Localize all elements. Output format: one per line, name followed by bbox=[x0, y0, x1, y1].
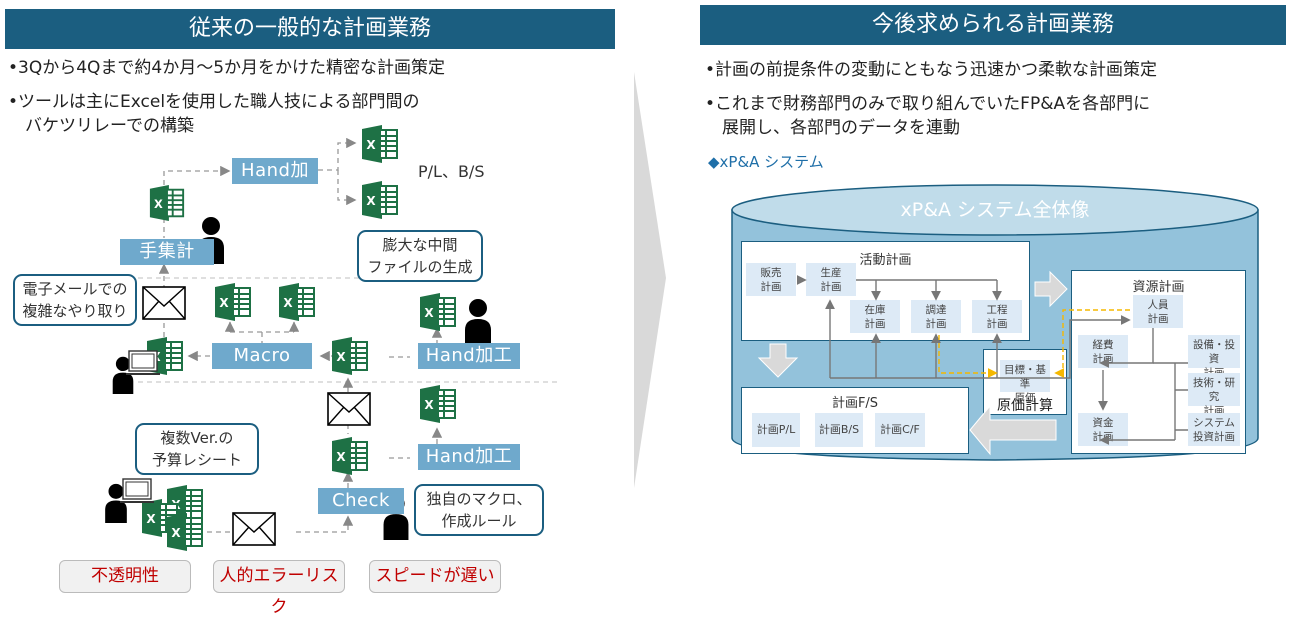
plan-cell-production: 生産計画 bbox=[806, 263, 856, 296]
activity-plan-title: 活動計画 bbox=[859, 253, 912, 268]
callout-versions: 複数Ver.の 予算レシート bbox=[135, 423, 259, 475]
hand-process-box-low: Hand加工 bbox=[418, 444, 520, 470]
plan-cell-procurement: 調達計画 bbox=[911, 300, 961, 333]
big-arrow-right bbox=[1034, 270, 1068, 308]
issue-badge-opacity: 不透明性 bbox=[59, 560, 191, 593]
connector bbox=[296, 515, 354, 533]
excel-icon bbox=[330, 336, 370, 376]
email-icon bbox=[142, 286, 186, 320]
plan-cell-target-cost: 目標・基準原価 bbox=[1000, 360, 1050, 404]
plan-cell-sales: 販売計画 bbox=[746, 263, 796, 296]
right-bullet-2: •これまで財務部門のみで取り組んでいたFP&Aを各部門に bbox=[705, 94, 1151, 114]
plan-cell-equipment: 設備・投資計画 bbox=[1188, 335, 1240, 379]
excel-icon bbox=[418, 292, 458, 332]
callout-line: 複数Ver.の bbox=[160, 429, 234, 447]
callout-line: ファイルの生成 bbox=[367, 258, 473, 276]
output-label: P/L、B/S bbox=[418, 162, 485, 181]
left-bullet-1: •3Qから4Qまで約4か月～5か月をかけた精密な計画策定 bbox=[8, 58, 446, 78]
right-bullet-1: •計画の前提条件の変動にともなう迅速かつ柔軟な計画策定 bbox=[705, 60, 1158, 80]
callout-intermediate: 膨大な中間 ファイルの生成 bbox=[357, 230, 483, 282]
callout-line: 電子メールでの bbox=[22, 280, 128, 298]
macro-box: Macro bbox=[212, 343, 312, 369]
callout-email: 電子メールでの 複雑なやり取り bbox=[13, 274, 137, 326]
resource-plan-title: 資源計画 bbox=[1132, 280, 1185, 295]
big-arrow-down bbox=[757, 343, 799, 378]
connector bbox=[337, 170, 357, 206]
plan-cell-pl: 計画P/L bbox=[752, 413, 800, 447]
excel-icon bbox=[418, 384, 458, 424]
connector bbox=[318, 137, 357, 171]
email-icon bbox=[327, 392, 371, 426]
plan-cell-personnel: 人員計画 bbox=[1133, 295, 1183, 328]
left-bullet-2-cont: バケツリレーでの構築 bbox=[8, 116, 194, 136]
callout-line: 独自のマクロ、 bbox=[426, 490, 532, 508]
laptop-icon bbox=[126, 350, 160, 378]
callout-line: 複雑なやり取り bbox=[22, 302, 128, 320]
check-box: Check bbox=[318, 488, 404, 514]
issue-badge-human-error: 人的エラーリスク bbox=[213, 560, 345, 617]
connector bbox=[163, 165, 231, 185]
big-arrow-left bbox=[969, 404, 1057, 456]
manual-total-box: 手集計 bbox=[120, 239, 214, 265]
system-heading: ◆xP&A システム bbox=[708, 153, 824, 171]
issue-badge-slow-speed: スピードが遅い bbox=[369, 560, 501, 593]
hand-process-box-top: Hand加工 bbox=[232, 158, 318, 207]
connector bbox=[229, 322, 295, 346]
excel-icon bbox=[213, 282, 253, 322]
left-title-banner: 従来の一般的な計画業務 bbox=[5, 9, 615, 49]
callout-macros: 独自のマクロ、 作成ルール bbox=[414, 484, 544, 536]
plan-cell-system-investment: システム投資計画 bbox=[1188, 413, 1240, 446]
callout-line: 作成ルール bbox=[441, 512, 517, 530]
callout-line: 膨大な中間 bbox=[382, 236, 458, 254]
excel-icon bbox=[330, 436, 370, 476]
plan-cell-inventory: 在庫計画 bbox=[850, 300, 900, 333]
plan-cell-cf: 計画C/F bbox=[875, 413, 925, 447]
fs-plan-title: 計画F/S bbox=[831, 396, 879, 411]
person-icon bbox=[463, 298, 493, 346]
left-bullet-2: •ツールは主にExcelを使用した職人技による部門間の bbox=[8, 92, 420, 112]
email-icon bbox=[232, 512, 276, 546]
laptop-icon bbox=[120, 478, 154, 506]
callout-line: 予算レシート bbox=[151, 451, 242, 469]
excel-icon bbox=[277, 282, 317, 322]
system-flow-connectors bbox=[757, 270, 1188, 456]
hand-process-box-mid: Hand加工 bbox=[418, 343, 520, 369]
excel-icon bbox=[148, 184, 186, 222]
cylinder-title: xP&A システム全体像 bbox=[900, 199, 1090, 221]
right-bullet-2-cont: 展開し、各部門のデータを連動 bbox=[705, 118, 960, 138]
cost-calc-title: 原価計算 bbox=[997, 398, 1053, 414]
plan-cell-process: 工程計画 bbox=[972, 300, 1022, 333]
plan-cell-bs: 計画B/S bbox=[815, 413, 863, 447]
right-title-banner: 今後求められる計画業務 bbox=[700, 5, 1286, 45]
excel-icon bbox=[360, 124, 400, 164]
excel-icon bbox=[165, 512, 205, 552]
transition-arrow-icon bbox=[634, 72, 666, 488]
excel-icon bbox=[360, 180, 400, 220]
